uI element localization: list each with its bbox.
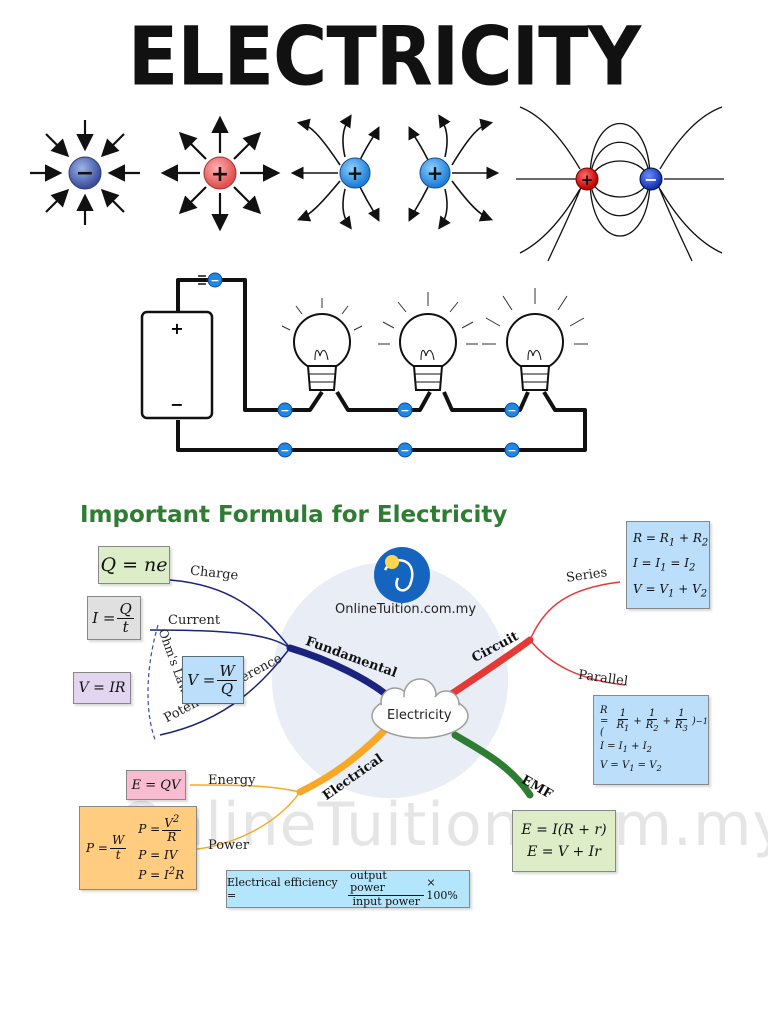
efficiency-tail: × 100% [426,876,458,902]
label-current: Current [168,613,221,628]
page-title: ELECTRICITY [127,9,641,105]
battery [140,310,214,420]
svg-text:−: − [400,444,409,457]
formula-emf-2: E = V + Ir [527,844,601,860]
svg-text:−: − [507,404,516,417]
formula-charge: Q = ne [98,546,170,584]
electron-3: − [504,402,520,418]
dipole-field [516,106,724,262]
formula-series: R = R1 + R2 I = I1 = I2 V = V1 + V2 [626,521,710,609]
negative-charge-field [30,120,140,225]
center-cloud [371,678,469,739]
bulb-2 [378,292,478,391]
label-power: Power [208,838,250,853]
electron-6: − [504,442,520,458]
svg-text:−: − [280,404,289,417]
globe-background [272,562,508,798]
mindmap-heading: Important Formula for Electricity [80,502,508,528]
dipole-positive-sign: + [581,171,594,189]
bulb-3 [482,288,588,391]
electron-4: − [277,442,293,458]
dipole-positive-charge [575,167,599,191]
watermark: OnlineTuition.com.my [118,790,768,860]
svg-text:−: − [507,444,516,457]
efficiency-label: Electrical efficiency = [227,876,338,902]
positive-charge-right [419,157,451,189]
battery-minus: − [170,395,183,414]
electron-1: − [277,402,293,418]
negative-sign: − [76,161,94,186]
dipole-negative-charge [639,167,663,191]
efficiency-denominator: input power [352,894,420,908]
electron-2: − [397,402,413,418]
positive-charge [203,156,237,190]
svg-text:−: − [210,274,219,287]
site-logo [374,547,430,603]
formula-power-iv: P = IV [138,848,178,863]
electric-field-diagrams: − + + + [30,106,724,262]
electron-5: − [397,442,413,458]
circuit-wires [176,278,587,452]
electron-top: − [198,272,223,288]
dipole-negative-sign: − [644,170,657,189]
positive-sign-right: + [427,161,444,185]
battery-plus: + [170,319,183,338]
positive-sign-left: + [347,161,364,185]
efficiency-numerator: output power [348,870,425,896]
site-name: OnlineTuition.com.my [335,602,477,617]
positive-sign: + [211,162,229,187]
formula-ohm: V = IR [73,672,131,704]
svg-text:−: − [400,404,409,417]
center-node-label: Electricity [387,708,452,723]
formula-emf: E = I(R + r) E = V + Ir [512,810,616,872]
series-circuit-diagram: + − − − − − − [140,272,588,458]
formula-emf-1: E = I(R + r) [521,822,607,838]
formula-energy: E = QV [126,770,186,800]
positive-charge-field [160,115,281,232]
label-energy: Energy [208,773,256,788]
bulb-1 [281,298,363,391]
svg-text:−: − [280,444,289,457]
mindmap-branches [147,547,626,851]
positive-charge-left [339,157,371,189]
negative-charge [68,156,102,190]
repelling-charges-field [290,114,500,230]
